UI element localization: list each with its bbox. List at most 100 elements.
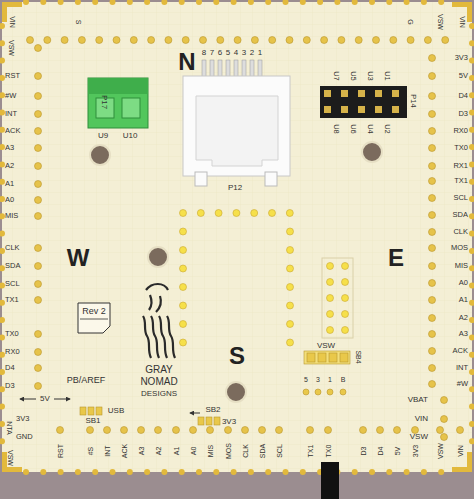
castellated-pad (469, 438, 474, 444)
pin-label: A2 (459, 314, 468, 322)
pad (35, 128, 42, 135)
castellated-pad (404, 469, 410, 475)
castellated-pad (110, 0, 116, 5)
pin-label: TX1 (454, 177, 468, 185)
rev-badge (78, 303, 110, 333)
castellated-pad (0, 438, 5, 444)
pad (242, 427, 249, 434)
arrow (190, 413, 200, 414)
pin-label: 3 (242, 49, 246, 57)
pin-label: G (407, 19, 414, 24)
castellated-pad (0, 23, 5, 29)
castellated-pad (0, 352, 5, 358)
pin-label: P14 (409, 94, 417, 107)
castellated-pad (161, 469, 167, 475)
castellated-pad (0, 40, 5, 46)
via-pad (287, 302, 294, 309)
pad (259, 427, 266, 434)
pin-label: 5V (459, 72, 468, 80)
pin-label: U9 (98, 132, 108, 140)
pad (78, 37, 85, 44)
pin-label: VSW (317, 342, 335, 350)
pad (121, 427, 128, 434)
pin-header (320, 86, 407, 118)
castellated-pad (438, 0, 444, 5)
pad (373, 37, 380, 44)
castellated-pad (0, 386, 5, 392)
pin-label: U5 (349, 71, 357, 81)
castellated-pad (231, 469, 237, 475)
castellated-pad (0, 127, 5, 133)
via-pad (287, 228, 294, 235)
rev-badge-line (80, 319, 108, 320)
castellated-pad (386, 0, 392, 5)
pin-label: 5 (304, 376, 308, 383)
pin-label: 3V3 (412, 445, 419, 457)
via-pad (197, 210, 204, 217)
pad (437, 427, 444, 434)
pad (35, 245, 42, 252)
pad (377, 427, 384, 434)
pin-label: VSW (437, 14, 444, 30)
pad (269, 37, 276, 44)
pad (429, 348, 436, 355)
pad (148, 37, 155, 44)
castellated-pad (40, 0, 46, 5)
pad (355, 37, 362, 44)
pad (35, 281, 42, 288)
castellated-pad (0, 334, 5, 340)
via-pad (251, 210, 258, 217)
castellated-pad (300, 469, 306, 475)
pin-label: VBAT (408, 396, 428, 404)
pin-label: U3 (366, 71, 374, 81)
castellated-pad (283, 469, 289, 475)
castellated-pad (469, 283, 474, 289)
castellated-pad (469, 75, 474, 81)
castellated-pad (421, 469, 427, 475)
pin-label: SCL (453, 194, 468, 202)
pad (35, 145, 42, 152)
pad (429, 297, 436, 304)
via-pad (287, 321, 294, 328)
pin-label: B (341, 376, 346, 383)
pin-label: VSW (437, 443, 444, 459)
via-pad (342, 295, 349, 302)
pin-label: NOMAD (140, 377, 177, 387)
terminal-block (88, 78, 148, 128)
pad (35, 181, 42, 188)
castellated-pad (469, 213, 474, 219)
pad (429, 245, 436, 252)
pad (325, 427, 332, 434)
via-pad (180, 210, 187, 217)
pin-label: U6 (349, 124, 357, 134)
pin-label: 7 (210, 49, 214, 57)
pad (190, 427, 197, 434)
pad (407, 37, 414, 44)
pin-label: CLK (5, 244, 20, 252)
castellated-pad (92, 469, 98, 475)
pin-label: #W (5, 92, 16, 100)
pad (96, 37, 103, 44)
via-pad (287, 284, 294, 291)
castellated-pad (386, 469, 392, 475)
pad (35, 73, 42, 80)
pin-label: ACK (5, 127, 20, 135)
castellated-pad (0, 58, 5, 64)
pad (360, 427, 367, 434)
solder-bridges (80, 351, 350, 425)
pad (429, 93, 436, 100)
castellated-pad (161, 0, 167, 5)
castellated-pad (0, 300, 5, 306)
castellated-pad (127, 0, 133, 5)
via-pad (342, 263, 349, 270)
pad (276, 427, 283, 434)
pad (200, 37, 207, 44)
castellated-pad (0, 144, 5, 150)
switch (321, 462, 339, 499)
pad (429, 178, 436, 185)
pad (173, 427, 180, 434)
pin-label: A3 (138, 447, 145, 456)
castellated-pad (469, 317, 474, 323)
pad (35, 297, 42, 304)
pin-label: TX1 (307, 445, 314, 458)
